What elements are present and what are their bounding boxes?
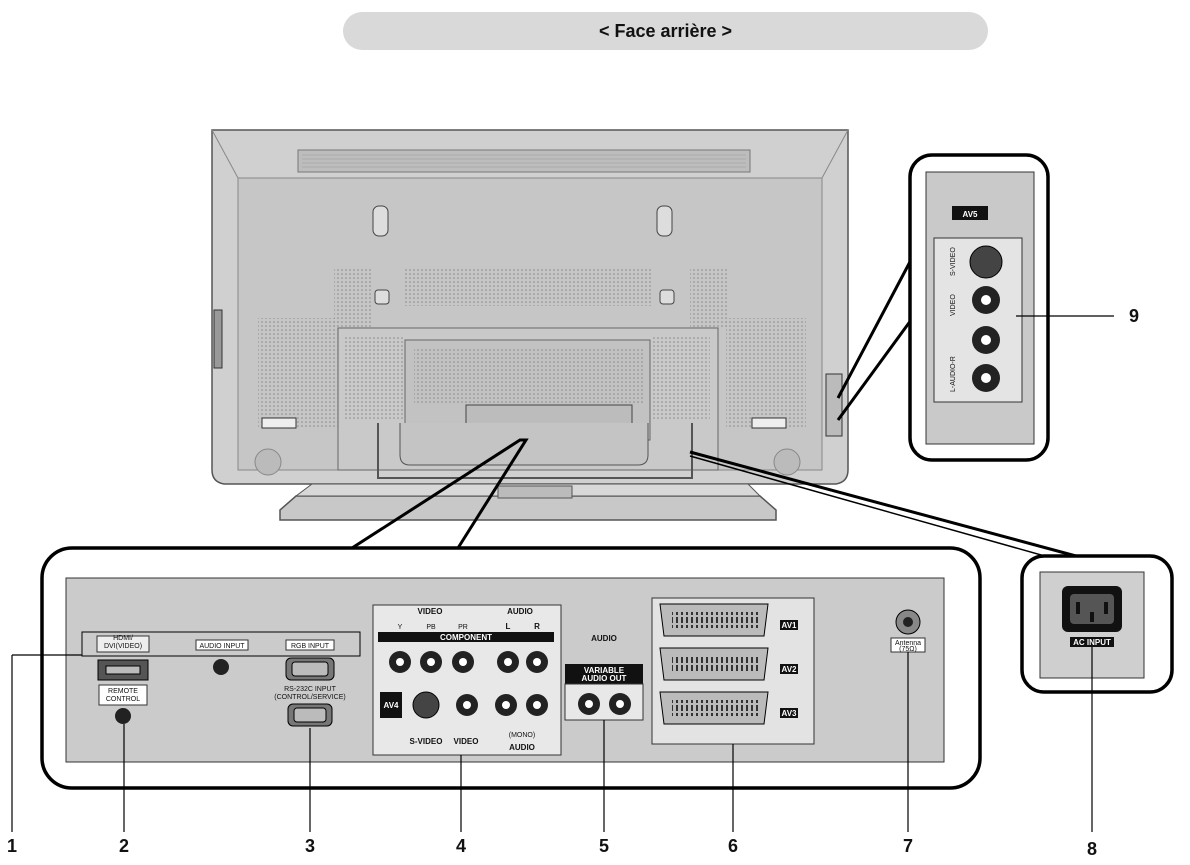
svg-text:AUDIO: AUDIO [509, 743, 535, 752]
svg-text:(75Ω): (75Ω) [899, 646, 917, 653]
callout-3: 3 [305, 836, 315, 856]
callout-2: 2 [119, 836, 129, 856]
rs232c-sub-label: (CONTROL/SERVICE) [274, 694, 345, 701]
callout-6: 6 [728, 836, 738, 856]
svg-text:Y: Y [398, 624, 403, 631]
svg-text:(MONO): (MONO) [509, 732, 535, 739]
callout-5: 5 [599, 836, 609, 856]
hdmi-label: HDMI/DVI(VIDEO) [104, 635, 142, 650]
video2-label: VIDEO [454, 737, 479, 746]
svg-text:AV2: AV2 [782, 665, 798, 674]
svg-text:VIDEO: VIDEO [950, 294, 957, 316]
scart-av2 [659, 647, 769, 681]
video-label: VIDEO [418, 607, 443, 616]
svg-text:L-AUDIO-R: L-AUDIO-R [950, 356, 957, 392]
scart-av1 [659, 603, 769, 637]
callout-8: 8 [1087, 839, 1097, 859]
rgb-input-label: RGB INPUT [291, 643, 330, 650]
audio-label: AUDIO [507, 607, 533, 616]
audio-input-label: AUDIO INPUT [199, 643, 245, 650]
svg-text:R: R [534, 622, 540, 631]
svg-text:PR: PR [458, 624, 468, 631]
av4-label: AV4 [384, 701, 400, 710]
s-video-label: S-VIDEO [410, 737, 443, 746]
svg-text:PB: PB [426, 624, 436, 631]
callout-4: 4 [456, 836, 466, 856]
page-title: < Face arrière > [343, 12, 988, 50]
svg-text:AV1: AV1 [782, 621, 798, 630]
svg-text:L: L [506, 622, 511, 631]
svg-text:Antenna: Antenna [895, 640, 921, 647]
callout-7: 7 [903, 836, 913, 856]
rs232c-label: RS-232C INPUT [284, 686, 336, 693]
callout-1: 1 [7, 836, 17, 856]
ac-input-label: AC INPUT [1073, 638, 1111, 647]
svg-text:AV3: AV3 [782, 709, 798, 718]
ac-input-panel: AC INPUT [1020, 554, 1174, 694]
av5-side-panel: AV5 S-VIDEO VIDEO L-AUDIO-R [908, 153, 1050, 462]
tv-body [211, 129, 849, 521]
connector-panel: HDMI/DVI(VIDEO) AUDIO INPUT RGB INPUT RE… [40, 546, 982, 790]
svg-text:S-VIDEO: S-VIDEO [950, 247, 957, 276]
svg-text:AUDIO: AUDIO [591, 634, 617, 643]
callout-9: 9 [1129, 306, 1139, 326]
scart-av3 [659, 691, 769, 725]
av5-label: AV5 [963, 210, 979, 219]
component-label: COMPONENT [440, 633, 492, 642]
